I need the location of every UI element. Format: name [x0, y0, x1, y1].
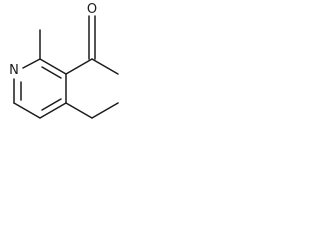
nitrogen-label: N [9, 63, 19, 78]
bond-c3-c2 [39, 58, 67, 75]
bond-c3-c2-inner [41, 66, 62, 79]
bond-c4-ethyl-ch2 [65, 102, 93, 119]
bond-c5-c4-inner [41, 98, 62, 111]
bond-carbonyl-methyl [91, 58, 119, 75]
bond-c6-c5 [13, 102, 41, 119]
bond-ethyl-ch2-ch3 [91, 102, 119, 119]
bond-c5-c4 [39, 102, 67, 119]
chemical-structure: N O [9, 2, 119, 119]
bond-c3-carbonyl [65, 58, 93, 75]
oxygen-label: O [87, 2, 97, 17]
bond-c2-n1 [22, 58, 41, 69]
